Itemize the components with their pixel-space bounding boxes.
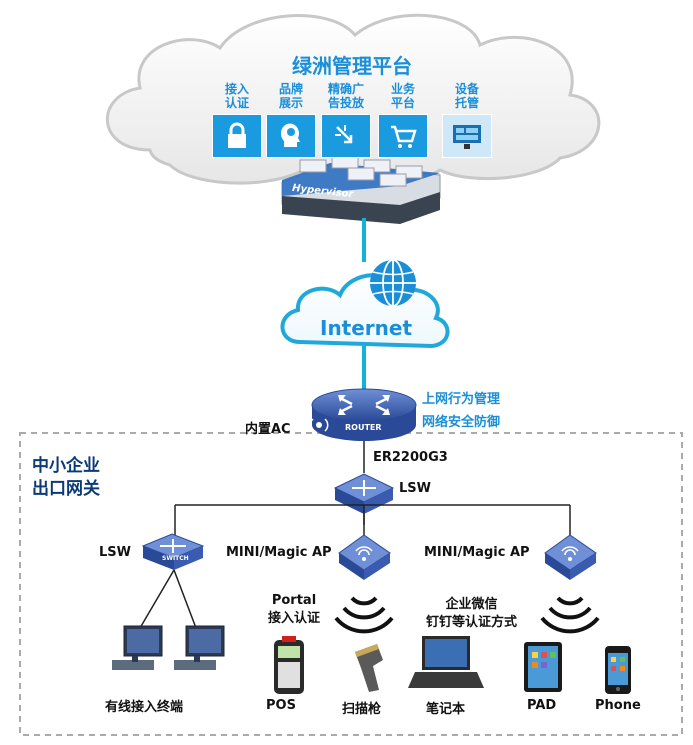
ap-1-caption: Portal 接入认证 — [268, 592, 320, 628]
service-label: 品牌 展示 — [278, 82, 303, 110]
ap-1-caption-line-2: 接入认证 — [268, 611, 321, 626]
ap-2-label: MINI/Magic AP — [424, 545, 530, 560]
service-access-auth: 接入 认证 — [207, 80, 267, 158]
lock-icon — [212, 114, 262, 158]
desktop-computer-icon — [174, 625, 225, 670]
core-switch-label: LSW — [399, 481, 431, 496]
internet-label: Internet — [320, 316, 413, 340]
access-switch-icon — [141, 533, 205, 570]
pad-label: PAD — [527, 698, 557, 713]
ap-2-caption-line-2: 钉钉等认证方式 — [426, 615, 518, 630]
barcode-scanner-icon — [355, 644, 383, 692]
target-click-icon — [321, 114, 371, 158]
security-defense-label: 网络安全防御 — [422, 415, 501, 430]
platform-title: 绿洲管理平台 — [292, 54, 412, 78]
wireless-waves-2-icon — [540, 596, 600, 634]
gateway-title: 中小企业 出口网关 — [32, 455, 100, 501]
ap-1-label: MINI/Magic AP — [226, 545, 332, 560]
access-switch-label: LSW — [99, 545, 131, 560]
router-badge: ROUTER — [345, 423, 382, 432]
service-label: 业务 平台 — [390, 82, 415, 110]
ac-wifi-icon — [309, 418, 329, 432]
hypervisor-server-icon — [281, 155, 441, 224]
gateway-dashed-box — [19, 432, 683, 736]
service-label: 设备 托管 — [454, 82, 479, 110]
core-switch-icon — [333, 473, 395, 514]
access-switch-badge: SWITCH — [162, 555, 189, 562]
wireless-waves-1-icon — [334, 596, 394, 634]
service-brand-display: 品牌 展示 — [261, 80, 321, 158]
desktop-computer-icon — [112, 625, 163, 670]
tablet-icon — [524, 642, 562, 692]
scanner-label: 扫描枪 — [342, 702, 382, 717]
service-device-hosting: 设备 托管 — [437, 80, 497, 158]
pos-terminal-icon — [274, 636, 304, 694]
head-gear-icon — [266, 114, 316, 158]
ap-2-caption: 企业微信 钉钉等认证方式 — [426, 596, 517, 632]
builtin-ac-label: 内置AC — [245, 422, 291, 437]
service-precise-ads: 精确广 告投放 — [316, 80, 376, 158]
service-business-platform: 业务 平台 — [373, 80, 433, 158]
laptop-label: 笔记本 — [426, 702, 466, 717]
monitoring-screen-icon — [442, 114, 492, 158]
gateway-title-line-1: 中小企业 — [32, 456, 100, 476]
service-label: 精确广 告投放 — [327, 82, 364, 110]
behavior-management-label: 上网行为管理 — [422, 392, 501, 407]
router-icon — [311, 388, 417, 441]
service-label: 接入 认证 — [224, 82, 249, 110]
smartphone-icon — [605, 646, 631, 694]
phone-label: Phone — [595, 698, 641, 713]
shopping-cart-icon — [378, 114, 428, 158]
ap-2-caption-line-1: 企业微信 — [445, 597, 498, 612]
ap-1-icon — [338, 534, 391, 580]
globe-icon — [370, 259, 416, 307]
wired-terminal-label: 有线接入终端 — [105, 700, 184, 715]
ap-1-caption-line-1: Portal — [271, 593, 317, 608]
gateway-title-line-2: 出口网关 — [32, 479, 100, 499]
pos-label: POS — [266, 698, 296, 713]
ap-2-icon — [544, 534, 597, 580]
laptop-icon — [408, 636, 484, 688]
router-model-label: ER2200G3 — [373, 450, 448, 465]
